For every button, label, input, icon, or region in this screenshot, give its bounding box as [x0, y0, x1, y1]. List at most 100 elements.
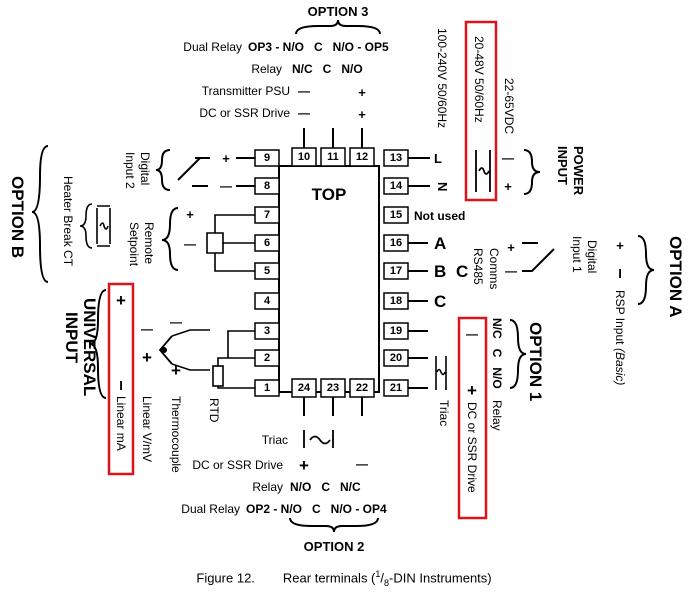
option-a-group: + — Digital Input 1 + I RSP Input (Basic…: [505, 235, 685, 385]
power-dc-minus: —: [502, 151, 514, 165]
rs485-b-label: B: [434, 262, 446, 281]
option-b-title: OPTION B: [8, 176, 27, 258]
remote-setpoint-plus: +: [186, 207, 194, 222]
terminal-20: 20: [383, 349, 409, 367]
terminal-1: 1: [254, 379, 280, 397]
option-2-relay-value: N/O C N/C: [290, 480, 361, 494]
option-3-transmitter-plus: +: [358, 85, 366, 100]
option-a-plus: +: [507, 240, 515, 255]
thermocouple-label: Thermocouple: [169, 396, 183, 473]
terminal-3: 3: [254, 322, 280, 340]
svg-text:19: 19: [390, 325, 402, 337]
option-1-triac-label: Triac: [437, 400, 451, 426]
svg-text:1: 1: [264, 382, 270, 394]
svg-text:14: 14: [390, 180, 403, 192]
linear-ma-minus: I: [119, 378, 123, 393]
caption-figure-number: Figure 12.: [196, 570, 255, 586]
heater-ct-wave-icon: [96, 205, 111, 247]
terminal-6: 6: [254, 234, 280, 252]
option-3-title: OPTION 3: [308, 4, 369, 19]
rs485-group: Not used A B C C RS485 Comms: [408, 209, 501, 311]
digital-input-2-minus: —: [220, 179, 232, 193]
terminal-4: 4: [254, 292, 280, 310]
option-b-brace-small: [79, 203, 93, 249]
svg-text:18: 18: [390, 295, 402, 307]
option-1-brace: [509, 319, 527, 389]
universal-title-1: UNIVERSAL: [80, 298, 99, 396]
digital-input-2-group: Digital Input 2 + —: [123, 149, 255, 193]
option-a-brace: [637, 235, 655, 305]
power-highlight-box: [464, 20, 498, 202]
terminal-17: 17: [383, 262, 409, 280]
terminal-2: 2: [254, 349, 280, 367]
option-3-transmitter-minus: —: [298, 84, 310, 98]
option-3-dc-ssr-plus: +: [358, 107, 366, 122]
option-a-digital-1: Digital: [585, 240, 599, 273]
power-dc-label: 22-65VDC: [502, 78, 516, 134]
terminal-24: 24: [291, 378, 317, 398]
rs485-a-label: A: [434, 234, 446, 253]
rs485-c-label: C: [456, 262, 468, 281]
option-a-minus: —: [505, 264, 517, 278]
power-input-group: 100-240V 50/60Hz 20-48V 50/60Hz 22-65VDC…: [408, 20, 586, 202]
option-3-relay-value: N/C C N/O: [292, 62, 363, 76]
terminal-5: 5: [254, 262, 280, 280]
option-b-label: Heater Break CT: [61, 176, 75, 267]
option-3-group: OPTION 3 Dual Relay OP3 - N/O C N/O - OP…: [183, 4, 389, 148]
option-2-relay-label: Relay: [252, 480, 283, 494]
option-a-digital-2: Input 1: [570, 236, 584, 273]
power-title-1: POWER: [571, 146, 586, 196]
power-l-label: L: [434, 151, 442, 166]
caption-text-before: Rear terminals (: [282, 570, 376, 586]
svg-text:11: 11: [327, 151, 339, 163]
linear-ma-plus: +: [116, 291, 126, 310]
option-2-dc-minus: —: [356, 457, 368, 471]
option-b-group: OPTION B Heater Break CT: [8, 145, 111, 283]
svg-text:7: 7: [264, 209, 270, 221]
svg-text:4: 4: [264, 295, 271, 307]
option-3-dc-ssr-minus: —: [298, 106, 310, 120]
option-2-dual-relay-value: OP2 - N/O C N/O - OP4: [246, 502, 387, 516]
svg-text:15: 15: [390, 209, 402, 221]
terminal-23: 23: [320, 378, 346, 398]
linear-ma-label: Linear mA: [114, 396, 128, 451]
power-n-label: N: [435, 182, 450, 191]
terminal-16: 16: [383, 234, 409, 252]
svg-text:16: 16: [390, 237, 402, 249]
option-1-relay-label: Relay: [490, 400, 504, 431]
svg-text:6: 6: [264, 237, 270, 249]
terminal-12: 12: [349, 147, 375, 167]
power-ac-wave-icon: [475, 150, 491, 192]
terminal-9: 9: [254, 149, 280, 167]
potentiometer-icon: [206, 214, 255, 272]
terminal-18: 18: [383, 292, 409, 310]
option-a-title: OPTION A: [666, 236, 685, 318]
digital-input-2-line-2: Input 2: [123, 152, 137, 189]
svg-text:12: 12: [356, 151, 368, 163]
linear-ma-highlight-box: [107, 282, 135, 476]
rtd-label: RTD: [207, 398, 221, 423]
caption-fraction-denominator: 8: [384, 577, 390, 588]
option-2-triac-wave-icon: [303, 430, 334, 448]
universal-brace: [89, 289, 107, 399]
power-low-volt-ac-label: 20-48V 50/60Hz: [472, 36, 486, 123]
thermocouple-minus: —: [170, 315, 182, 329]
svg-text:9: 9: [264, 152, 270, 164]
power-dc-plus: +: [504, 179, 512, 194]
digital-input-2-brace: [155, 149, 171, 191]
terminal-13: 13: [383, 149, 409, 167]
option-1-group: Triac — + DC or SSR Drive N/C C N/O Rela…: [408, 316, 545, 520]
terminal-10: 10: [291, 147, 317, 167]
rear-terminal-diagram: TOP 1 2 3 4 5 6 7 8 9 10 11 12 13 14 15 …: [8, 4, 685, 554]
rs485-label-2: Comms: [487, 248, 501, 289]
option-3-brace: [295, 19, 381, 35]
svg-text:23: 23: [327, 382, 339, 394]
option-b-brace: [31, 145, 49, 283]
terminal-21: 21: [383, 379, 409, 397]
figure-caption: Figure 12.Rear terminals (1/8-DIN Instru…: [196, 569, 492, 588]
linear-v-plus: +: [142, 348, 152, 367]
option-2-dc-ssr-label: DC or SSR Drive: [192, 458, 283, 472]
option-1-relay-cols: N/C C N/O: [490, 318, 504, 389]
linear-v-label: Linear V/mV: [140, 396, 154, 462]
